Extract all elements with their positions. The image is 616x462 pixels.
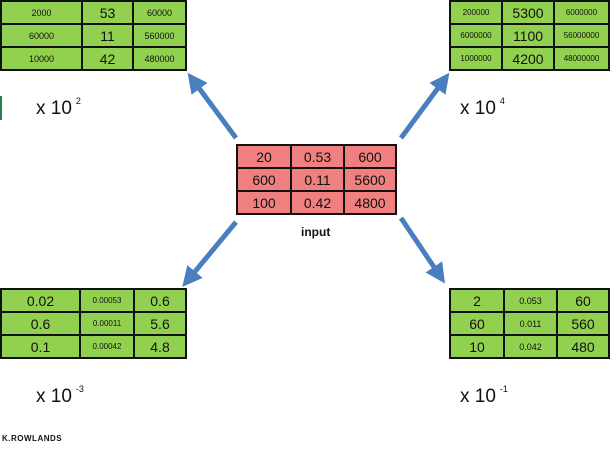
arrow-to-top-right xyxy=(398,72,450,140)
multiplier-bottom-left: x 10-3 xyxy=(36,384,84,408)
table-cell: 60000 xyxy=(2,25,81,46)
table-cell: 10000 xyxy=(2,48,81,69)
left-edge-mark xyxy=(0,96,2,120)
multiplier-exponent: 4 xyxy=(499,96,505,106)
table-cell: 560 xyxy=(558,313,608,334)
table-cell: 0.00053 xyxy=(81,290,133,311)
arrow-to-bottom-right xyxy=(398,216,446,284)
table-cell: 6000000 xyxy=(555,2,608,23)
multiplier-base: x 10 xyxy=(460,386,496,407)
multiplier-exponent: 2 xyxy=(75,96,81,106)
multiplier-exponent: -3 xyxy=(75,384,84,394)
multiplier-base: x 10 xyxy=(36,98,72,119)
table-cell: 0.6 xyxy=(2,313,79,334)
table-cell: 560000 xyxy=(134,25,185,46)
table-cell: 0.042 xyxy=(505,336,556,357)
table-cell: 60 xyxy=(451,313,503,334)
table-cell: 480 xyxy=(558,336,608,357)
table-cell: 600 xyxy=(238,169,290,190)
table-cell: 0.011 xyxy=(505,313,556,334)
arrow-to-bottom-left xyxy=(182,220,238,287)
table-cell: 0.1 xyxy=(2,336,79,357)
table-cell: 100 xyxy=(238,192,290,213)
table-cell: 11 xyxy=(83,25,132,46)
table-bottom-right: 2 0.053 60 60 0.011 560 10 0.042 480 xyxy=(449,288,610,359)
table-cell: 20 xyxy=(238,146,290,167)
table-cell: 200000 xyxy=(451,2,501,23)
table-cell: 0.053 xyxy=(505,290,556,311)
multiplier-bottom-right: x 10-1 xyxy=(460,384,508,408)
table-cell: 1100 xyxy=(503,25,553,46)
table-cell: 480000 xyxy=(134,48,185,69)
table-cell: 2 xyxy=(451,290,503,311)
table-cell: 60000 xyxy=(134,2,185,23)
table-input: 20 0.53 600 600 0.11 5600 100 0.42 4800 xyxy=(236,144,397,215)
table-bottom-left: 0.02 0.00053 0.6 0.6 0.00011 5.6 0.1 0.0… xyxy=(0,288,187,359)
table-cell: 5.6 xyxy=(135,313,185,334)
table-cell: 5600 xyxy=(345,169,395,190)
table-cell: 0.53 xyxy=(292,146,343,167)
table-cell: 42 xyxy=(83,48,132,69)
table-cell: 0.00042 xyxy=(81,336,133,357)
author-credit: K.ROWLANDS xyxy=(2,434,63,443)
table-cell: 4.8 xyxy=(135,336,185,357)
table-cell: 0.42 xyxy=(292,192,343,213)
table-cell: 4200 xyxy=(503,48,553,69)
table-cell: 0.00011 xyxy=(81,313,133,334)
input-caption: input xyxy=(301,225,331,239)
table-cell: 0.6 xyxy=(135,290,185,311)
arrow-to-top-left xyxy=(187,72,239,140)
multiplier-base: x 10 xyxy=(460,98,496,119)
table-cell: 56000000 xyxy=(555,25,608,46)
table-cell: 0.02 xyxy=(2,290,79,311)
table-cell: 6000000 xyxy=(451,25,501,46)
table-cell: 53 xyxy=(83,2,132,23)
table-cell: 0.11 xyxy=(292,169,343,190)
multiplier-base: x 10 xyxy=(36,386,72,407)
table-top-left: 2000 53 60000 60000 11 560000 10000 42 4… xyxy=(0,0,187,71)
table-cell: 48000000 xyxy=(555,48,608,69)
table-top-right: 200000 5300 6000000 6000000 1100 5600000… xyxy=(449,0,610,71)
table-cell: 1000000 xyxy=(451,48,501,69)
multiplier-exponent: -1 xyxy=(499,384,508,394)
table-cell: 2000 xyxy=(2,2,81,23)
table-cell: 4800 xyxy=(345,192,395,213)
table-cell: 10 xyxy=(451,336,503,357)
table-cell: 60 xyxy=(558,290,608,311)
table-cell: 600 xyxy=(345,146,395,167)
table-cell: 5300 xyxy=(503,2,553,23)
